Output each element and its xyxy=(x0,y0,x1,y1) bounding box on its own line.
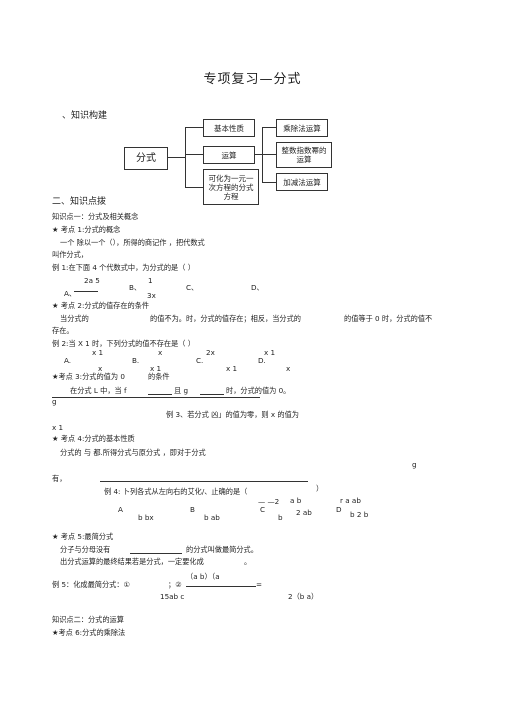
text-line: 一个 除以一个（），所得的商记作 ，把代数式 xyxy=(60,238,205,247)
text-line: 3x xyxy=(147,291,156,300)
mindmap-integer-exponent: 整数指数幂的运算 xyxy=(276,142,332,168)
text-line: C xyxy=(260,505,266,514)
section-knowledge-build: 、知识构建 xyxy=(62,111,108,121)
text-line: 例 4: 卜列各式从左向右的艾化/、止确的是（ xyxy=(104,487,248,496)
text-line: C. xyxy=(196,356,204,365)
text-line: B、 xyxy=(129,283,142,292)
text-line: ★ 考点 1:分式的概念 xyxy=(52,225,121,234)
text-line: g xyxy=(52,397,57,406)
text-line: 且 g xyxy=(174,386,189,395)
text-line: ；② xyxy=(168,580,182,589)
text-line: 例 5：化成最简分式：① xyxy=(52,580,130,589)
text-line: 例 1:在下面 4 个代数式中，为分式的是（ ） xyxy=(52,263,195,272)
mindmap-root: 分式 xyxy=(124,147,168,170)
mindmap-bracket-right xyxy=(262,127,277,183)
text-line: 例 2:当 X 1 时，下列分式的值不存在是（ ） xyxy=(52,339,195,348)
text-line: 2x xyxy=(206,348,215,357)
text-line: b 2 b xyxy=(350,510,369,519)
text-line: A. xyxy=(64,356,72,365)
text-line: 知识点一：分式及相关概念 xyxy=(52,212,139,221)
text-line: x 1 xyxy=(264,348,276,357)
text-line: ★ 考点 4:分式的基本性质 xyxy=(52,434,135,443)
text-line: B xyxy=(190,505,195,514)
text-line: x 1 xyxy=(150,364,162,373)
text-line: 1 xyxy=(148,276,153,285)
text-line: — —2 xyxy=(258,497,280,506)
fraction-bar xyxy=(74,291,98,292)
text-line: b xyxy=(278,513,283,522)
section-knowledge-points: 二、知识点拨 xyxy=(52,197,107,207)
blank-line xyxy=(200,394,224,395)
mindmap-mul-div: 乘除法运算 xyxy=(276,119,328,137)
text-line: 分子与分母没有 xyxy=(60,545,111,554)
text-line: 叫作分式， xyxy=(52,250,88,259)
text-line: ★ 考点 2:分式的值存在的条件 xyxy=(52,301,150,310)
text-line: b ab xyxy=(204,513,220,522)
text-line: x xyxy=(98,364,103,373)
mindmap-add-sub: 加减法运算 xyxy=(276,173,328,191)
text-line: （a b）（a xyxy=(186,572,220,581)
text-line: = xyxy=(256,580,263,589)
text-line: a b xyxy=(290,496,302,505)
divider-line xyxy=(100,481,308,482)
blank-line xyxy=(130,553,182,554)
text-line: A xyxy=(118,505,123,514)
fraction-bar xyxy=(186,586,256,587)
text-line: 的条件 xyxy=(148,372,170,381)
mindmap-connector-root xyxy=(167,157,185,158)
text-line: 时，分式的值为 0。 xyxy=(226,386,291,395)
text-line: A、 xyxy=(64,289,77,298)
text-line: x xyxy=(158,348,163,357)
text-line: 出分式运算的最终结果若是分式，一定要化成 xyxy=(60,557,204,566)
text-line: 2 ab xyxy=(296,508,312,517)
text-line: b bx xyxy=(138,513,154,522)
text-line: 2（b a） xyxy=(288,592,319,601)
text-line: 知识点二：分式的运算 xyxy=(52,615,124,624)
mindmap-basic-properties: 基本性质 xyxy=(203,119,255,137)
mindmap-fractional-equation: 可化为一元一次方程的分式方程 xyxy=(203,169,259,205)
mindmap-operations: 运算 xyxy=(203,146,255,164)
mindmap-bracket-left xyxy=(185,127,203,188)
text-line: B. xyxy=(132,356,140,365)
text-line: x 1 xyxy=(226,364,238,373)
text-line: 例 3、若分式 凶」的值为零，则 x 的值为 xyxy=(166,410,299,419)
text-line: D、 xyxy=(251,283,264,292)
text-line: D xyxy=(336,505,342,514)
text-line: 在分式 L 中，当 f xyxy=(70,386,127,395)
text-line: x 1 xyxy=(52,423,64,432)
text-line: 分式的 与 都.所得分式与原分式 ，即对于分式 xyxy=(60,448,206,457)
page-title: 专项复习—分式 xyxy=(203,72,302,87)
text-line: 。 xyxy=(244,557,252,566)
text-line: x xyxy=(286,364,291,373)
text-line: D. xyxy=(258,356,266,365)
text-line: ★考点 3:分式的值为 0 xyxy=(52,372,125,381)
text-line: 有， xyxy=(52,474,67,483)
text-line: g xyxy=(412,460,417,469)
text-line: r a ab xyxy=(340,496,361,505)
text-line: ★考点 6:分式的乘除法 xyxy=(52,628,126,637)
text-line: 的值不为。时，分式的值存在；相反，当分式的 xyxy=(150,314,301,323)
text-line: 的值等于 0 时，分式的值不 xyxy=(344,314,433,323)
text-line: 的分式叫做最简分式。 xyxy=(186,545,258,554)
text-line: 2a 5 xyxy=(84,276,100,285)
text-line: C、 xyxy=(186,283,199,292)
mindmap-connector-mid xyxy=(185,154,203,155)
text-line: 存在。 xyxy=(52,326,74,335)
text-line: ） xyxy=(316,484,324,493)
text-line: 当分式的 xyxy=(60,314,89,323)
text-line: 15ab c xyxy=(160,592,185,601)
text-line: ★ 考点 5:最简分式 xyxy=(52,532,114,541)
blank-line xyxy=(148,394,172,395)
mindmap-connector-ops xyxy=(254,154,262,155)
text-line: x 1 xyxy=(92,348,104,357)
mindmap-connector-exp xyxy=(262,154,276,155)
divider-line xyxy=(52,397,260,398)
